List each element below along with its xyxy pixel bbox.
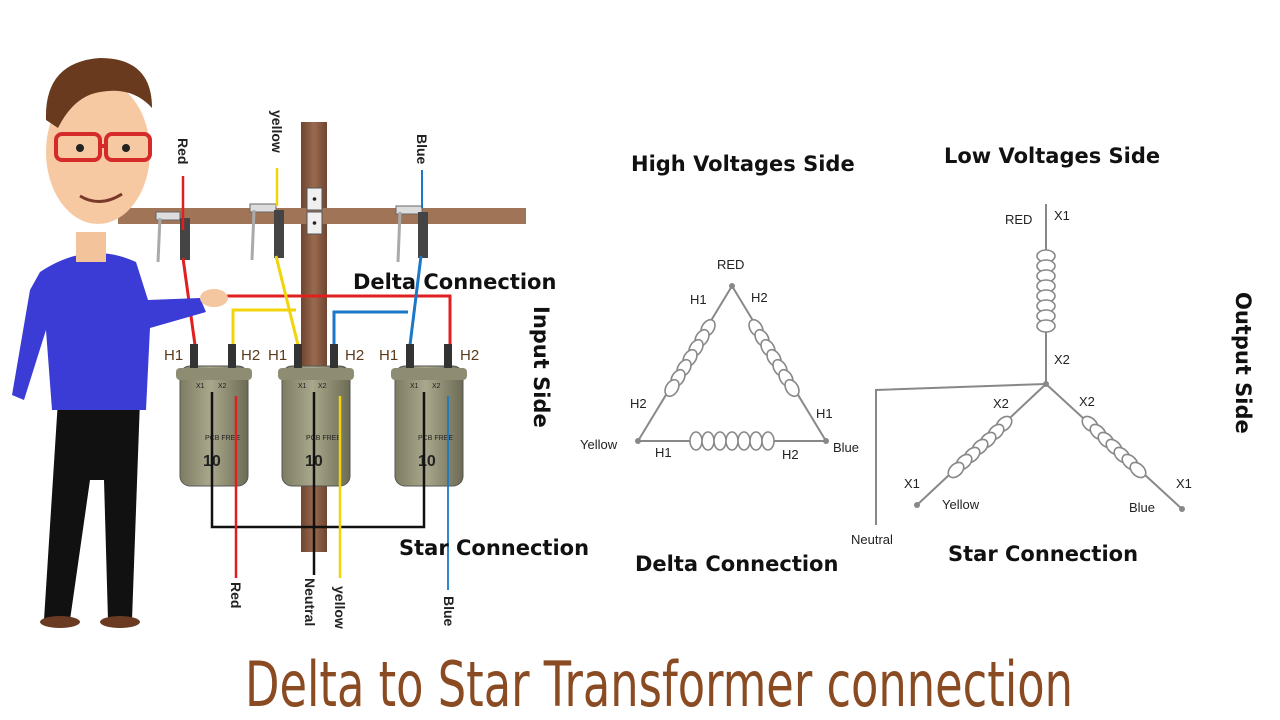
svg-text:H1: H1 <box>379 347 398 364</box>
svg-text:H2: H2 <box>460 347 479 364</box>
coil-bottom <box>689 431 775 451</box>
svg-text:X1: X1 <box>904 476 920 491</box>
star-wiring <box>210 392 449 590</box>
svg-text:X1: X1 <box>1176 476 1192 491</box>
svg-text:H1: H1 <box>268 347 287 364</box>
svg-text:H2: H2 <box>345 347 364 364</box>
delta-diagram: RED H1 H2 H2 H1 Yellow Blue H1 H2 <box>580 257 859 462</box>
presenter-shirt <box>12 253 206 410</box>
transformer-1: PCB FREE 10 X1 X2 <box>176 344 252 487</box>
star-coil-top <box>1036 249 1056 333</box>
svg-text:X2: X2 <box>1079 394 1095 409</box>
tank-rating: 10 <box>418 453 436 470</box>
svg-text:H2: H2 <box>630 396 647 411</box>
star-coil-left <box>947 415 1013 479</box>
svg-text:H1: H1 <box>164 347 183 364</box>
svg-text:X2: X2 <box>218 383 227 390</box>
cutout-red <box>155 211 190 263</box>
label-blue-bottom: Blue <box>441 596 457 627</box>
svg-text:H2: H2 <box>782 447 799 462</box>
star-neutral-line <box>875 383 1047 525</box>
svg-text:X2: X2 <box>432 383 441 390</box>
hv-heading: High Voltages Side <box>631 152 855 176</box>
terminal-labels: H1 H2 H1 H2 H1 H2 <box>164 347 479 364</box>
label-red-top: Red <box>175 138 191 164</box>
star-blue-label: Blue <box>1129 500 1155 515</box>
star-red-label: RED <box>1005 212 1032 227</box>
svg-text:X1: X1 <box>1054 208 1070 223</box>
svg-text:H1: H1 <box>655 445 672 460</box>
main-title: Delta to Star Transformer connection <box>245 648 1073 720</box>
svg-text:X2: X2 <box>318 383 327 390</box>
label-neutral-bottom: Neutral <box>302 578 318 626</box>
svg-text:H1: H1 <box>816 406 833 421</box>
delta-yellow-label: Yellow <box>580 437 618 452</box>
tank-plate: PCB FREE <box>418 435 453 442</box>
wire-blue-bridge <box>332 310 408 345</box>
pole-assembly <box>118 122 526 552</box>
input-side-label: Input Side <box>529 306 553 428</box>
svg-text:X2: X2 <box>993 396 1009 411</box>
output-side-label: Output Side <box>1231 292 1255 434</box>
transformer-3: PCB FREE 10 X1 X2 <box>391 344 467 487</box>
wire-neutral-loop <box>210 392 426 529</box>
presenter-legs <box>44 400 140 620</box>
svg-text:X1: X1 <box>298 383 307 390</box>
star-neutral-label: Neutral <box>851 532 893 547</box>
coil-right <box>748 318 800 398</box>
delta-red-label: RED <box>717 257 744 272</box>
lv-caption: Star Connection <box>948 542 1138 566</box>
lv-heading: Low Voltages Side <box>944 144 1160 168</box>
svg-text:X1: X1 <box>196 383 205 390</box>
star-yellow-label: Yellow <box>942 497 980 512</box>
label-yellow-top: yellow <box>269 110 285 153</box>
photo-delta-label: Delta Connection <box>353 270 556 294</box>
tank-plate: PCB FREE <box>306 435 341 442</box>
svg-text:H1: H1 <box>690 292 707 307</box>
incoming-wires <box>181 168 423 230</box>
star-diagram: RED X1 X2 X2 X2 X1 X1 Yellow Blue Neutra… <box>851 204 1192 547</box>
photo-star-label: Star Connection <box>399 536 589 560</box>
wire-yellow-bridge <box>231 308 296 345</box>
svg-text:X2: X2 <box>1054 352 1070 367</box>
coil-left <box>664 318 716 398</box>
presenter-hair <box>45 58 153 128</box>
delta-blue-label: Blue <box>833 440 859 455</box>
cutout-blue <box>395 205 428 263</box>
fuse-cutouts <box>155 203 428 263</box>
transformer-2: PCB FREE 10 X1 X2 <box>278 344 354 487</box>
wire-yellow-delta <box>274 255 300 346</box>
svg-text:X1: X1 <box>410 383 419 390</box>
cutout-yellow <box>249 203 284 261</box>
hv-caption: Delta Connection <box>635 552 838 576</box>
svg-text:H2: H2 <box>751 290 768 305</box>
star-coil-right <box>1081 415 1147 479</box>
tank-plate: PCB FREE <box>205 435 240 442</box>
svg-text:H2: H2 <box>241 347 260 364</box>
wire-blue-delta <box>408 255 423 346</box>
label-blue-top: Blue <box>414 134 430 165</box>
cartoon-presenter <box>12 58 228 628</box>
label-yellow-bottom: yellow <box>332 586 348 629</box>
label-red-bottom: Red <box>228 582 244 608</box>
